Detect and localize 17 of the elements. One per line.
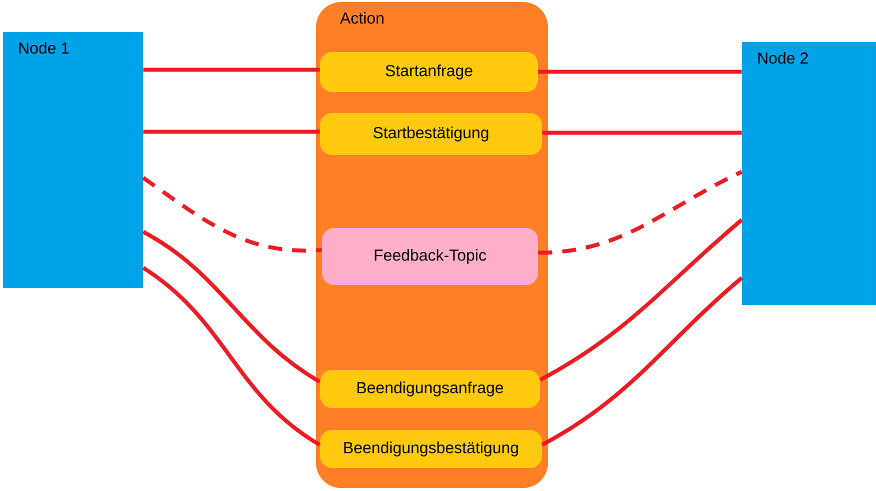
connector-line — [142, 176, 322, 253]
node-box: Node 1 — [3, 32, 143, 288]
connector-line — [538, 70, 742, 74]
message-box: Startbestätigung — [320, 113, 542, 155]
connector-line — [538, 170, 743, 255]
message-box: Beendigungsanfrage — [320, 370, 540, 408]
node-box: Node 2 — [742, 42, 876, 305]
connector-line — [542, 130, 742, 135]
connector-line — [142, 266, 321, 446]
connector-line — [143, 68, 320, 72]
topic-box: Feedback-Topic — [322, 228, 538, 285]
connector-line — [539, 218, 744, 382]
connector-line — [541, 276, 744, 447]
connector-line — [142, 230, 321, 384]
message-box: Beendigungsbestätigung — [320, 430, 542, 468]
connector-line — [143, 130, 320, 134]
message-box: Startanfrage — [320, 52, 538, 92]
